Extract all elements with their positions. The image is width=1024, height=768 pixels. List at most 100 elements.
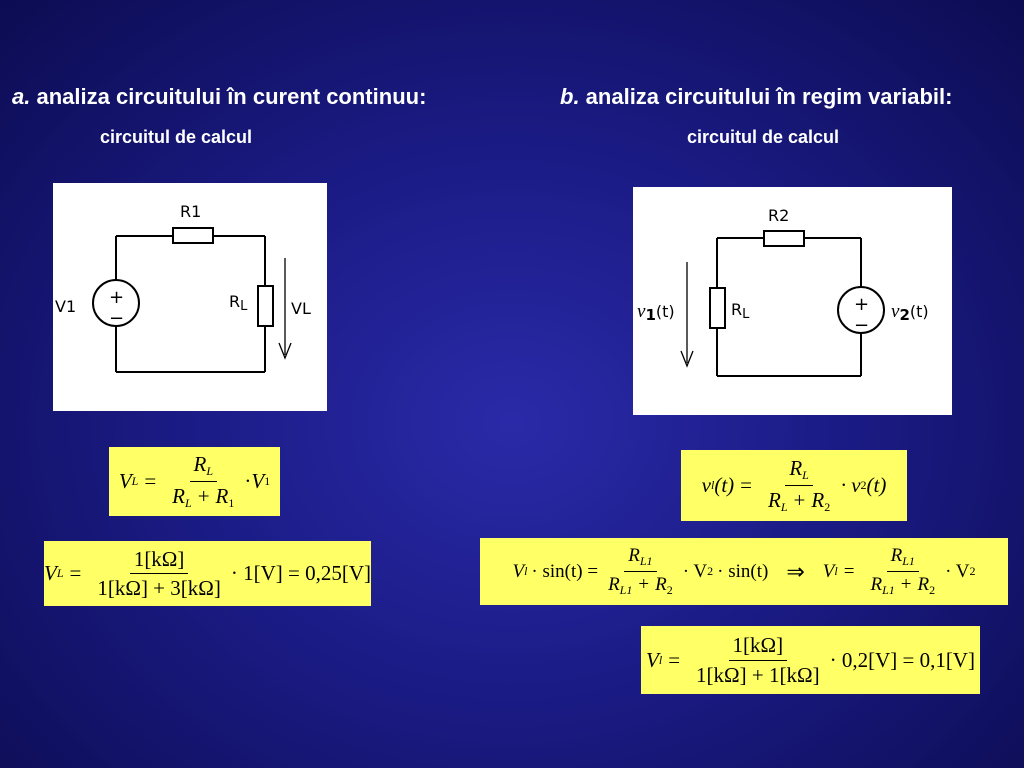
eq-symbol: V bbox=[512, 560, 525, 582]
right-heading-letter: b. bbox=[560, 84, 580, 109]
label-rl: RL bbox=[229, 292, 248, 314]
eq-subscript: 2 bbox=[824, 500, 831, 514]
left-heading: a. analiza circuitului în curent continu… bbox=[12, 84, 426, 110]
fraction: RL RL+R1 bbox=[168, 452, 238, 511]
resistor-rl bbox=[257, 285, 274, 327]
label-rl: RL bbox=[731, 300, 750, 322]
eq-subscript: L bbox=[802, 468, 809, 483]
eq-subscript: L1 bbox=[639, 554, 653, 569]
fraction-denominator: 1[kΩ] + 1[kΩ] bbox=[696, 662, 820, 687]
eq-symbol: · V bbox=[945, 560, 970, 582]
eq-subscript: L bbox=[185, 496, 192, 510]
eq-subscript: L bbox=[206, 464, 214, 479]
eq-subscript: L1 bbox=[902, 554, 915, 569]
label-v1t: v1(t) bbox=[637, 301, 675, 324]
resistor-r2 bbox=[763, 230, 805, 247]
fraction: RL RL+R2 bbox=[764, 456, 834, 515]
minus-sign: − bbox=[109, 308, 124, 329]
eq-symbol: v bbox=[701, 473, 711, 497]
voltage-source-v1 bbox=[92, 279, 140, 327]
right-heading: b. analiza circuitului în regim variabil… bbox=[560, 84, 952, 110]
left-subtitle: circuitul de calcul bbox=[100, 127, 253, 147]
left-heading-text: analiza circuitului în curent continuu: bbox=[30, 84, 427, 109]
eq-symbol: V bbox=[646, 647, 659, 672]
eq-sine-term: · sin(t) = bbox=[531, 560, 599, 582]
eq-subscript: 2 bbox=[860, 478, 867, 492]
eq-sine-term: · sin(t) bbox=[717, 560, 769, 582]
eq-operator: = bbox=[843, 560, 855, 582]
eq-symbol: V bbox=[251, 469, 265, 493]
eq-operator: = bbox=[144, 469, 157, 493]
eq-symbol: · V bbox=[682, 560, 708, 582]
eq-operator: · bbox=[244, 469, 252, 493]
eq-symbol: V bbox=[822, 560, 835, 582]
eq-subscript: L1 bbox=[882, 583, 895, 597]
resistor-r1 bbox=[172, 227, 214, 244]
eq-operator: = bbox=[668, 647, 681, 672]
eq-subscript: 1 bbox=[228, 496, 235, 510]
eq-subscript: L bbox=[131, 474, 139, 488]
eq-subscript: l bbox=[658, 652, 663, 667]
label-v1: V1 bbox=[55, 297, 76, 316]
dc-circuit-diagram: R1 V1 + − RL VL bbox=[53, 183, 327, 411]
eq-symbol: R bbox=[917, 574, 930, 595]
eq-subscript: 2 bbox=[969, 564, 976, 578]
eq-operator: + bbox=[197, 484, 210, 508]
plus-sign: + bbox=[109, 287, 124, 308]
eq-symbol: R bbox=[215, 484, 229, 508]
eq-subscript: 2 bbox=[666, 583, 673, 597]
label-v2t: v2(t) bbox=[891, 301, 929, 324]
eq-subscript: l bbox=[524, 564, 528, 578]
arrowhead bbox=[680, 350, 694, 368]
eq-symbol: R bbox=[655, 574, 667, 595]
eq-subscript: 1 bbox=[264, 474, 271, 488]
eq-result: · 1[V] = 0,25[V] bbox=[230, 561, 372, 585]
eq-argument: (t) bbox=[714, 473, 735, 497]
fraction: 1[kΩ] 1[kΩ] + 1[kΩ] bbox=[692, 633, 824, 686]
fraction-numerator: 1[kΩ] bbox=[129, 547, 189, 574]
fraction: 1[kΩ] 1[kΩ] + 3[kΩ] bbox=[93, 547, 225, 600]
eq-symbol: R bbox=[768, 488, 781, 512]
fraction: RL1 RL1+R2 bbox=[604, 545, 677, 598]
eq-subscript: 2 bbox=[707, 564, 714, 578]
fraction-numerator: 1[kΩ] bbox=[728, 633, 788, 661]
label-vl: VL bbox=[291, 299, 311, 318]
eq-operator: + bbox=[638, 574, 650, 595]
fraction-denominator: 1[kΩ] + 3[kΩ] bbox=[97, 576, 221, 600]
right-heading-text: analiza circuitului în regim variabil: bbox=[579, 84, 953, 109]
eq-operator: + bbox=[793, 488, 806, 512]
eq-symbol: R bbox=[870, 574, 883, 595]
eq-symbol: R bbox=[890, 545, 903, 567]
eq-symbol: R bbox=[789, 456, 803, 481]
left-heading-letter: a. bbox=[12, 84, 31, 109]
eq-symbol: R bbox=[811, 488, 825, 512]
label-r2: R2 bbox=[768, 206, 789, 225]
ac-circuit-diagram: R2 RL + − v1(t) v2(t) bbox=[633, 187, 952, 415]
eq-subscript: L bbox=[780, 500, 788, 514]
right-subtitle: circuitul de calcul bbox=[687, 127, 840, 147]
eq-subscript: L1 bbox=[619, 583, 633, 597]
arrowhead bbox=[278, 342, 292, 360]
eq-subscript: 2 bbox=[929, 583, 936, 597]
eq-operator: + bbox=[900, 574, 912, 595]
voltage-source-v2 bbox=[837, 286, 885, 334]
eq-subscript: l bbox=[710, 478, 715, 492]
plus-sign: + bbox=[854, 294, 869, 315]
eq-symbol: V bbox=[43, 561, 57, 585]
eq-symbol: R bbox=[172, 484, 185, 508]
eq-argument: (t) bbox=[866, 473, 887, 497]
eq-result: · 0,2[V] = 0,1[V] bbox=[829, 647, 975, 672]
eq-operator: · bbox=[840, 473, 848, 497]
eq-symbol: R bbox=[193, 452, 207, 477]
eq-operator: = bbox=[69, 561, 82, 585]
eq-subscript: l bbox=[834, 564, 838, 578]
minus-sign: − bbox=[854, 315, 869, 336]
implies-arrow-icon: ⇒ bbox=[786, 558, 805, 584]
eq-symbol: V bbox=[118, 469, 132, 493]
eq-symbol: R bbox=[628, 545, 640, 567]
